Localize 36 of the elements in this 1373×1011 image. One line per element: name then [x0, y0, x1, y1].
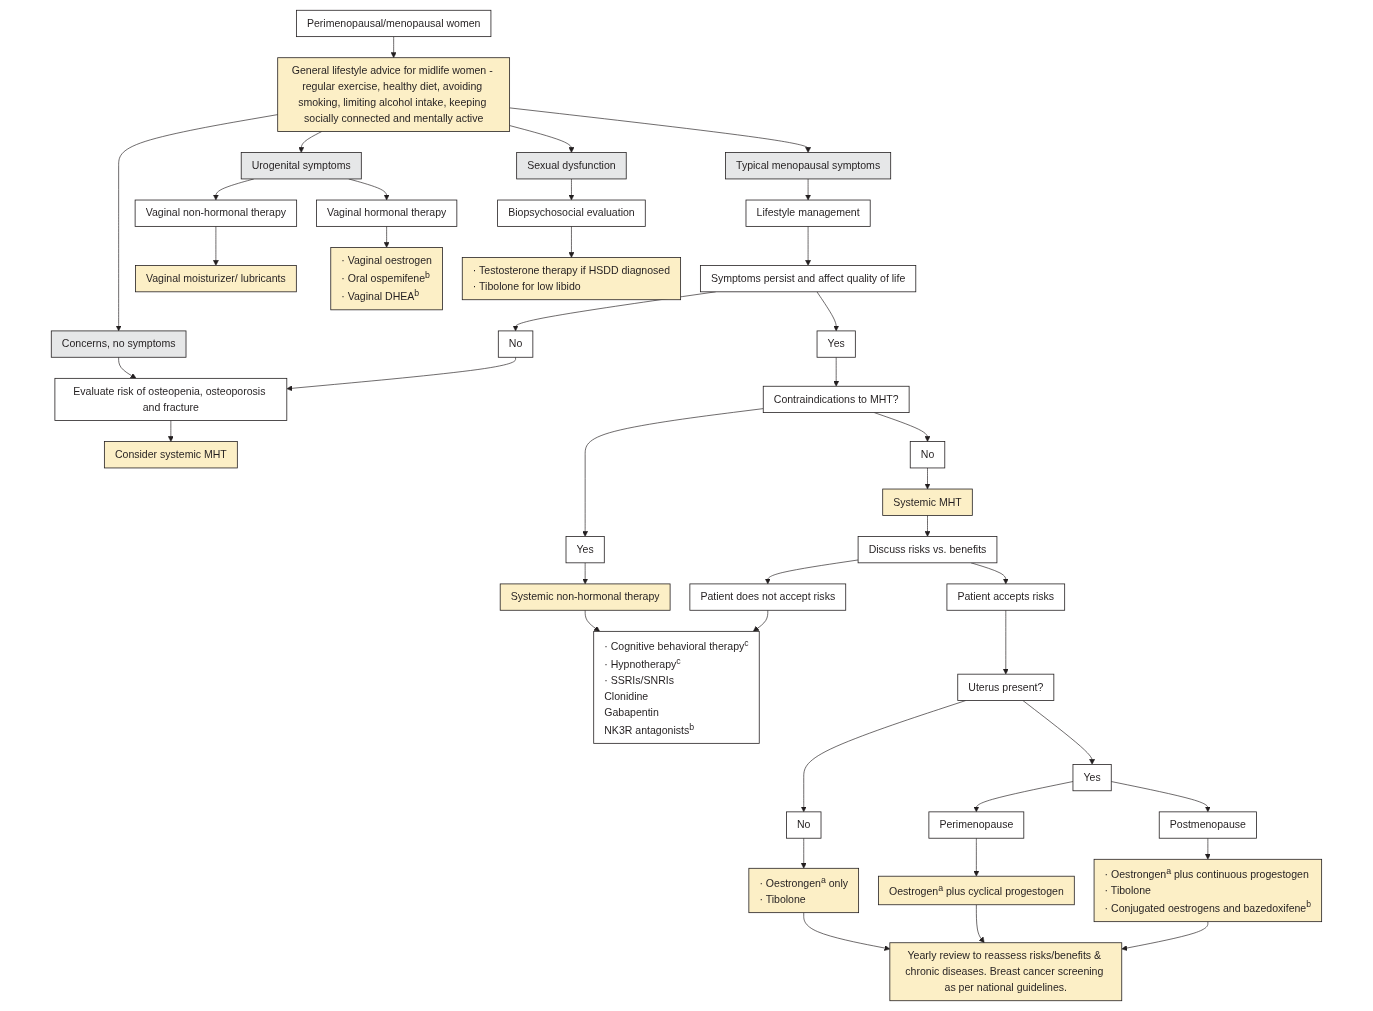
treatment-box: · Oestrongen$^{a}$ plus continuous progestogen · Tibolone · Conjugated oestrogens and bazedoxifene$^{b}$	[1093, 858, 1323, 923]
category-box: Sexual dysfunction	[516, 152, 627, 180]
outcome-box: No	[909, 441, 946, 469]
process-box: Biopsychosocial evaluation	[497, 199, 646, 227]
process-box: Postmenopause	[1158, 811, 1257, 839]
process-box: Lifestyle management	[745, 199, 871, 227]
question-box: Contraindications to MHT?	[762, 385, 910, 413]
process-box: Vaginal hormonal therapy	[316, 199, 458, 227]
question-box: Uterus present?	[957, 673, 1055, 701]
advice-box: General lifestyle advice for midlife women - regular exercise, healthy diet, avoiding smoking, limiting alcohol intake, keeping socially connected and mentally active	[277, 57, 511, 132]
process-box: Evaluate risk of osteopenia, osteoporosis and fracture	[54, 377, 288, 421]
process-box: Vaginal non-hormonal therapy	[134, 199, 298, 227]
category-box: Urogenital symptoms	[240, 152, 362, 180]
treatment-box: · Oestrongen$^{a}$ only · Tibolone	[748, 867, 860, 914]
treatment-box: Consider systemic MHT	[104, 441, 238, 469]
process-box: Patient does not accept risks	[689, 583, 847, 611]
therapy-list-box: · Cognitive behavioral therapy$^{c}$ · Hypnotherapy$^{c}$ · SSRIs/SNRIs Clonidine Gabapentin NK3R antagonists$^{b}$	[593, 630, 760, 744]
process-box: Patient accepts risks	[946, 583, 1066, 611]
treatment-box: Systemic MHT	[882, 488, 973, 516]
review-box: Yearly review to reassess risks/benefits & chronic diseases. Breast cancer screening as per national guidelines.	[889, 942, 1123, 1002]
treatment-box: Systemic non-hormonal therapy	[499, 583, 671, 611]
treatment-box: · Testosterone therapy if HSDD diagnosed · Tibolone for low libido	[461, 257, 682, 301]
treatment-box: · Vaginal oestrogen · Oral ospemifene$^{b}$ · Vaginal DHEA$^{b}$	[330, 247, 443, 311]
category-box: Concerns, no symptoms	[50, 330, 187, 358]
treatment-box: Oestrogen$^{a}$ plus cyclical progestogen	[878, 875, 1075, 906]
outcome-box: Yes	[1072, 764, 1112, 792]
outcome-box: No	[497, 330, 534, 358]
outcome-box: No	[786, 811, 822, 839]
category-box: Typical menopausal symptoms	[725, 152, 892, 180]
outcome-box: Yes	[816, 330, 856, 358]
process-box: Perimenopausal/menopausal women	[296, 9, 492, 38]
outcome-box: Yes	[565, 536, 605, 564]
process-box: Perimenopause	[928, 811, 1025, 839]
treatment-box: Vaginal moisturizer/ lubricants	[135, 265, 297, 293]
process-box: Symptoms persist and affect quality of life	[700, 265, 917, 293]
process-box: Discuss risks vs. benefits	[857, 536, 998, 564]
